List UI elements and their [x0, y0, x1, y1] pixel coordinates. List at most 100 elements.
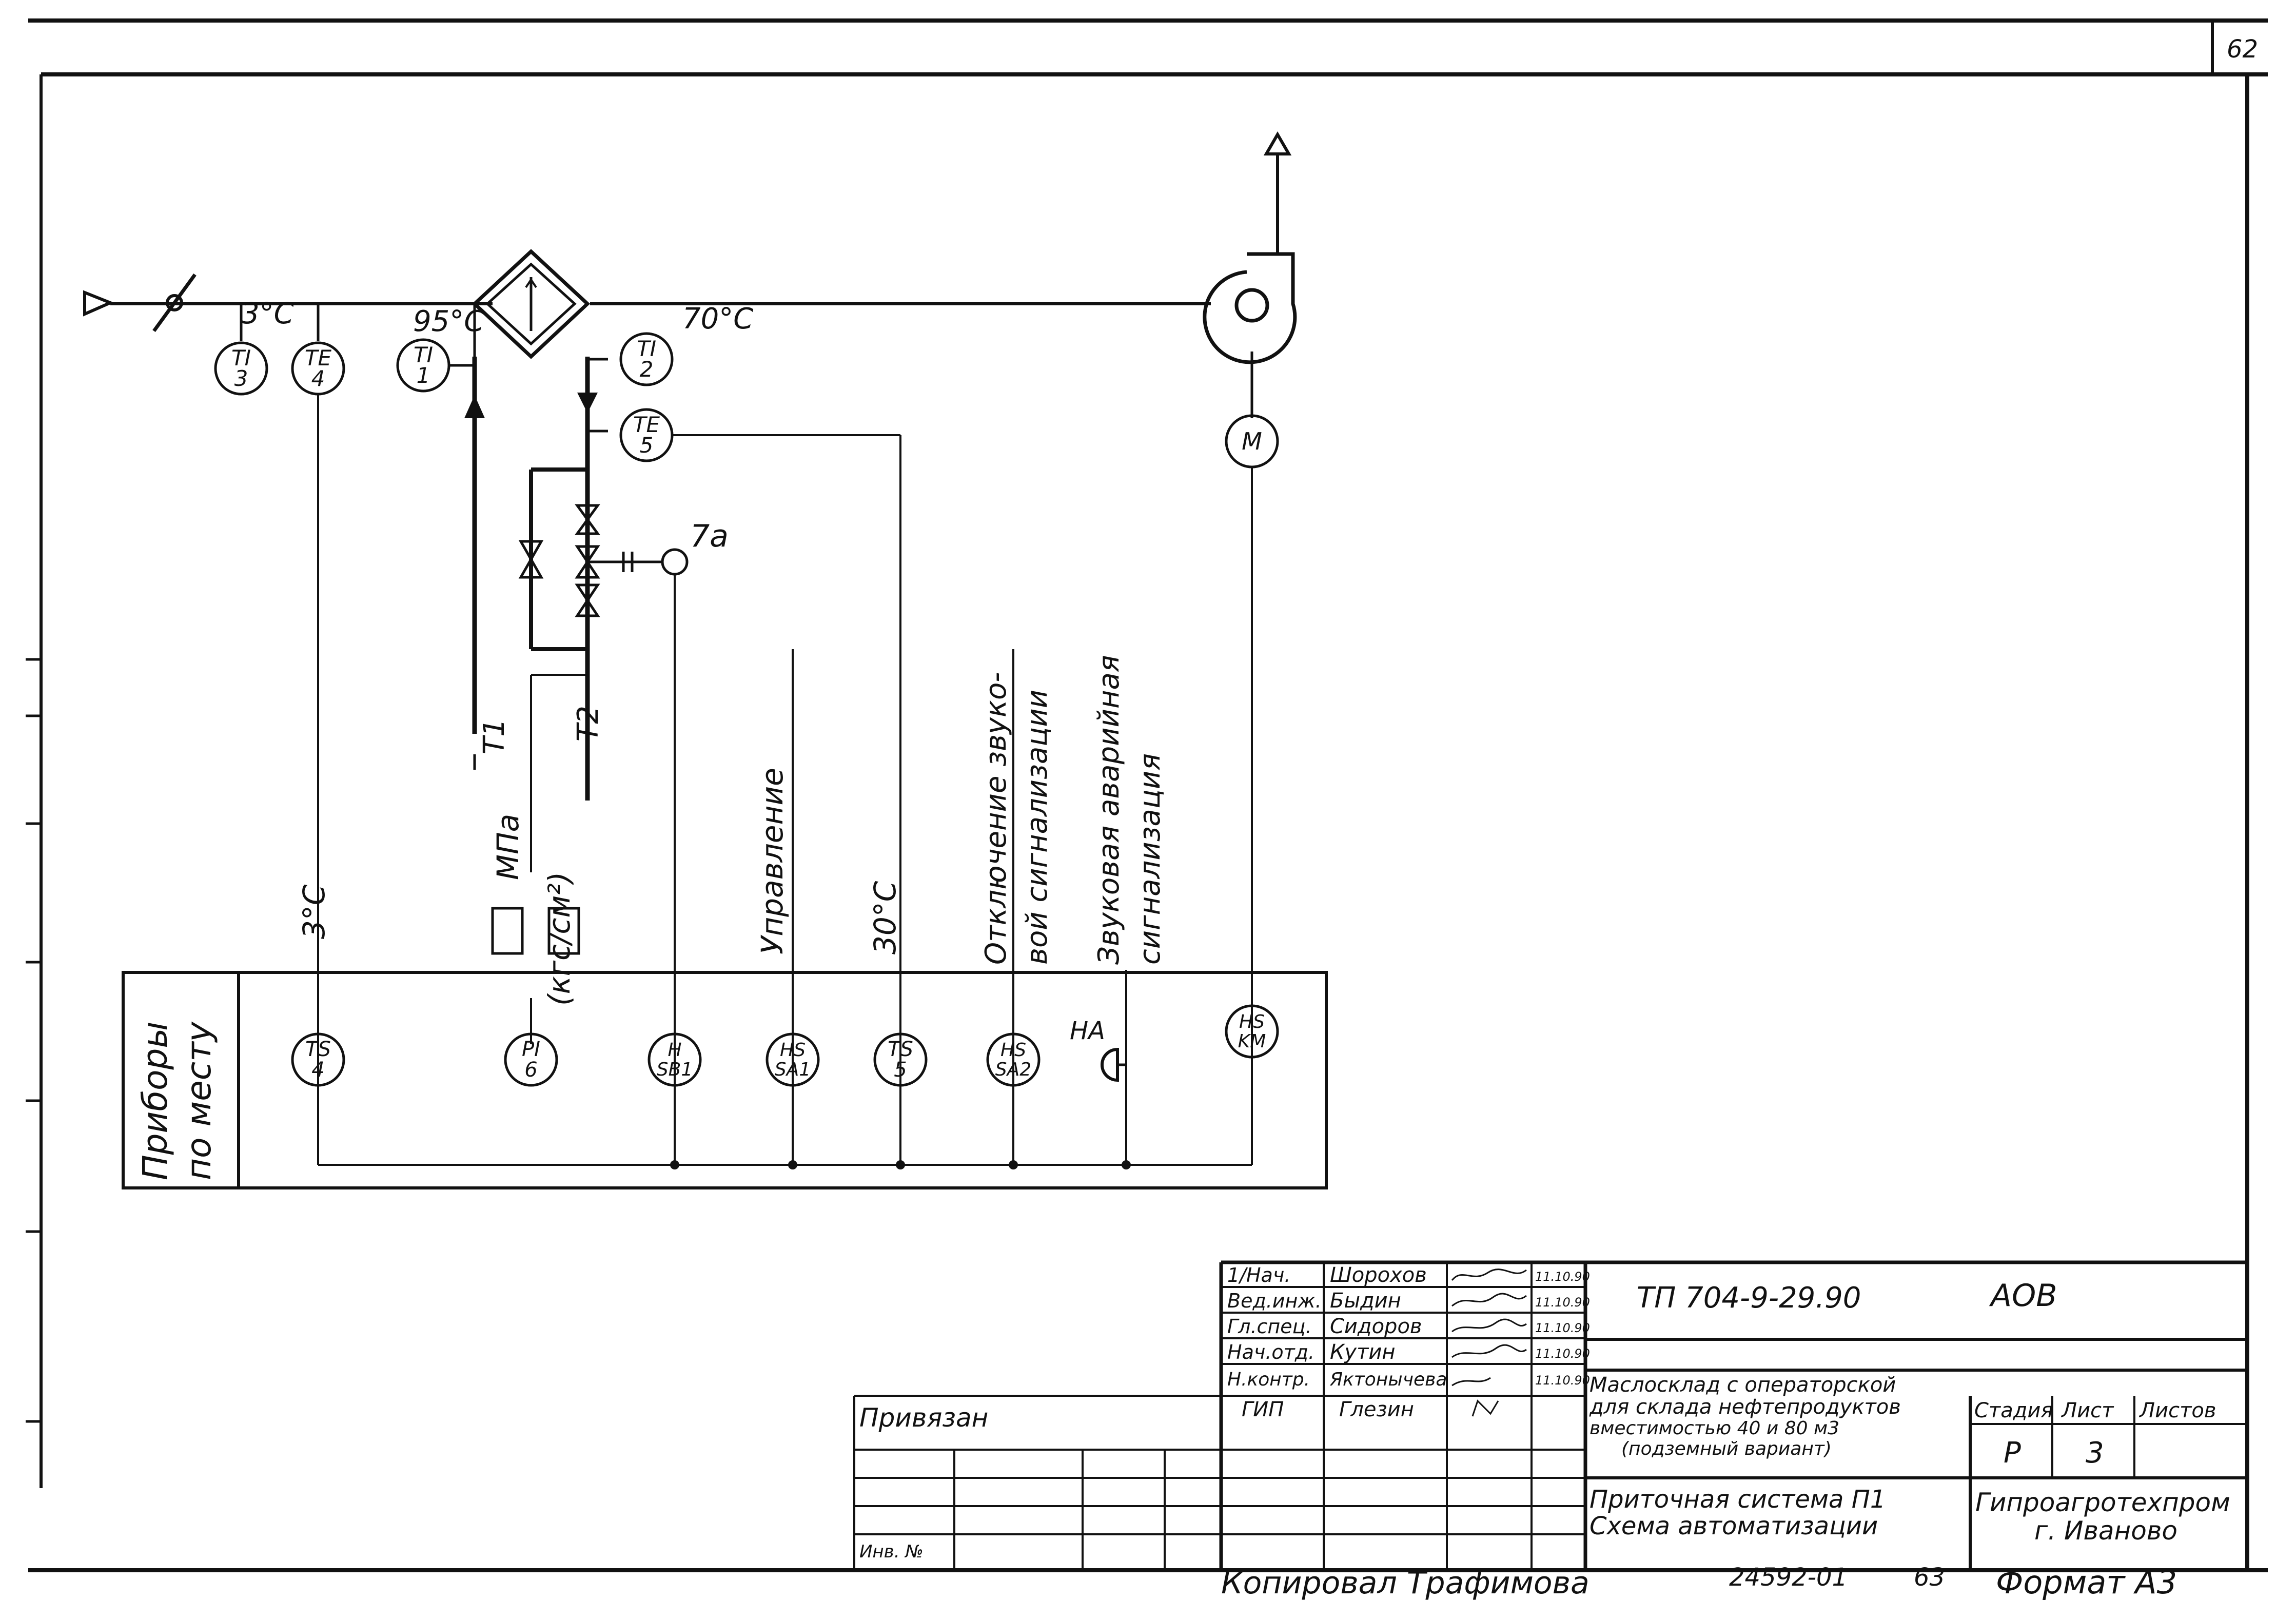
pressure-mpa-box	[491, 907, 524, 955]
object-line-4: (подземный вариант)	[1621, 1438, 1832, 1459]
instrument-ti1-tag: TI	[414, 342, 433, 367]
damper-icon	[152, 273, 197, 333]
signature-2	[1451, 1293, 1527, 1307]
name-5: Яктонычева	[1329, 1369, 1447, 1390]
panel-device-hsb1-tag: H	[668, 1040, 681, 1061]
instrument-ti1-num: 1	[417, 363, 430, 388]
instrument-te4: TE 4	[291, 341, 345, 396]
name-2: Быдин	[1330, 1289, 1401, 1313]
panel-device-hsa1-tag: HS	[780, 1040, 806, 1061]
sheet-line-1: Приточная система П1	[1589, 1485, 1886, 1514]
name-4: Кутин	[1330, 1340, 1396, 1364]
flow-arrow-up-icon	[464, 395, 485, 418]
panel-device-pi6-num: 6	[524, 1058, 537, 1082]
horn-icon	[1101, 1047, 1119, 1082]
instrument-ti2-tag: TI	[637, 336, 656, 361]
date-4: 11.10.90	[1535, 1347, 1590, 1361]
sound-off-label-2: вой сигнализации	[1021, 690, 1054, 965]
org-name: Гипроагротехпром	[1975, 1488, 2230, 1517]
air-heater-icon	[472, 249, 591, 359]
panel-title-2: по месту	[179, 1021, 219, 1180]
date-3: 11.10.90	[1535, 1321, 1590, 1335]
org-city: г. Иваново	[2034, 1516, 2177, 1546]
temp-supply-label: 95°C	[413, 305, 484, 338]
title-block	[853, 1260, 2247, 1570]
valve-lower-icon	[575, 583, 600, 617]
flow-arrow-down-icon	[577, 393, 598, 413]
panel-device-ts4-num: 4	[311, 1058, 324, 1082]
valve-upper-icon	[575, 504, 600, 535]
sheets-header: Листов	[2138, 1399, 2216, 1422]
inv-label: Инв. №	[859, 1542, 924, 1562]
instrument-te4-num: 4	[311, 366, 325, 391]
air-duct	[83, 273, 1211, 333]
pressure-kgf-label: (кгс/см²)	[542, 872, 577, 1006]
fan-icon	[1203, 131, 1297, 418]
sheet-format: Формат А3	[1996, 1564, 2177, 1600]
panel-device-ts4-tag: TS	[305, 1038, 331, 1061]
panel-device-hsb1-num: SB1	[657, 1059, 693, 1080]
role-4: Нач.отд.	[1227, 1341, 1314, 1363]
panel-device-hsa2-tag: HS	[1000, 1040, 1026, 1061]
temp-setpoint-2-label: 30°C	[868, 881, 902, 954]
signature-1	[1451, 1269, 1527, 1281]
motor-icon: M	[1225, 414, 1279, 469]
sheet-value: 3	[2086, 1436, 2104, 1470]
panel-device-hsa1-num: SA1	[775, 1059, 811, 1080]
panel-device-ts5-tag: TS	[888, 1038, 913, 1061]
name-6: Глезин	[1339, 1398, 1414, 1421]
pressure-mpa-label: МПа	[490, 814, 525, 880]
air-inlet-icon	[83, 290, 114, 317]
temp-inlet-label: 3°C	[241, 297, 294, 330]
air-outlet-icon	[1263, 131, 1292, 155]
temp-after-heater-label: 70°C	[682, 302, 753, 336]
doc-code: ТП 704-9-29.90	[1637, 1281, 1861, 1315]
instrument-te5: TE 5	[619, 408, 674, 462]
motor-tag: M	[1242, 427, 1262, 455]
valve-tag-label: 7a	[690, 518, 729, 554]
panel-device-hsb1: H SB1	[647, 1032, 702, 1087]
panel-device-ts4: TS 4	[291, 1032, 345, 1087]
instrument-ti1: TI 1	[396, 338, 450, 393]
role-2: Вед.инж.	[1227, 1290, 1322, 1312]
instrument-te5-num: 5	[640, 433, 654, 458]
instrument-ti3-tag: TI	[231, 345, 251, 370]
signature-3	[1451, 1318, 1527, 1333]
role-3: Гл.спец.	[1227, 1315, 1312, 1338]
signature-6	[1471, 1399, 1499, 1417]
object-name: Маслосклад с операторской для склада неф…	[1589, 1373, 1901, 1459]
sheet-frame	[26, 18, 2268, 1572]
panel-device-hskm: HS KM	[1225, 1004, 1279, 1059]
stage-header: Стадия	[1974, 1399, 2053, 1422]
sheet-header: Лист	[2060, 1399, 2114, 1422]
panel-device-pi6: PI 6	[504, 1032, 558, 1087]
temp-setpoint-1-label: 3°C	[297, 884, 331, 939]
panel-device-hskm-num: KM	[1238, 1031, 1266, 1052]
page-number: 62	[2227, 35, 2258, 64]
signal-lines	[317, 394, 1253, 1169]
date-5: 11.10.90	[1535, 1373, 1590, 1388]
panel-device-pi6-tag: PI	[522, 1038, 540, 1061]
sound-off-label-1: Отключение звуко-	[979, 672, 1013, 965]
copied-by: Копировал Трафимова	[1221, 1565, 1589, 1600]
local-panel: Приборы по месту	[122, 971, 1328, 1189]
pipe-t2-label: T2	[572, 706, 605, 742]
instrument-ti2-num: 2	[640, 357, 654, 382]
valve-bypass-icon	[518, 540, 544, 579]
name-1: Шорохов	[1330, 1263, 1427, 1287]
alarm-label-2: сигнализация	[1133, 753, 1167, 965]
role-1: 1/Нач.	[1227, 1264, 1290, 1286]
signature-5	[1451, 1377, 1491, 1387]
sheet-name: Приточная система П1 Схема автоматизации	[1589, 1485, 1886, 1540]
instrument-ti3-num: 3	[234, 366, 248, 391]
stage-value: Р	[2004, 1436, 2021, 1470]
panel-horn-ha: HA	[1070, 1017, 1126, 1082]
instrument-te4-tag: TE	[305, 345, 332, 370]
panel-device-hsa1: HS SA1	[766, 1032, 820, 1087]
panel-device-hsa2-num: SA2	[995, 1059, 1031, 1080]
panel-device-ts5: TS 5	[873, 1032, 928, 1087]
section-code: АОВ	[1989, 1278, 2057, 1314]
panel-title-1: Приборы	[135, 1021, 175, 1180]
panel-device-hsa2: HS SA2	[986, 1032, 1041, 1087]
